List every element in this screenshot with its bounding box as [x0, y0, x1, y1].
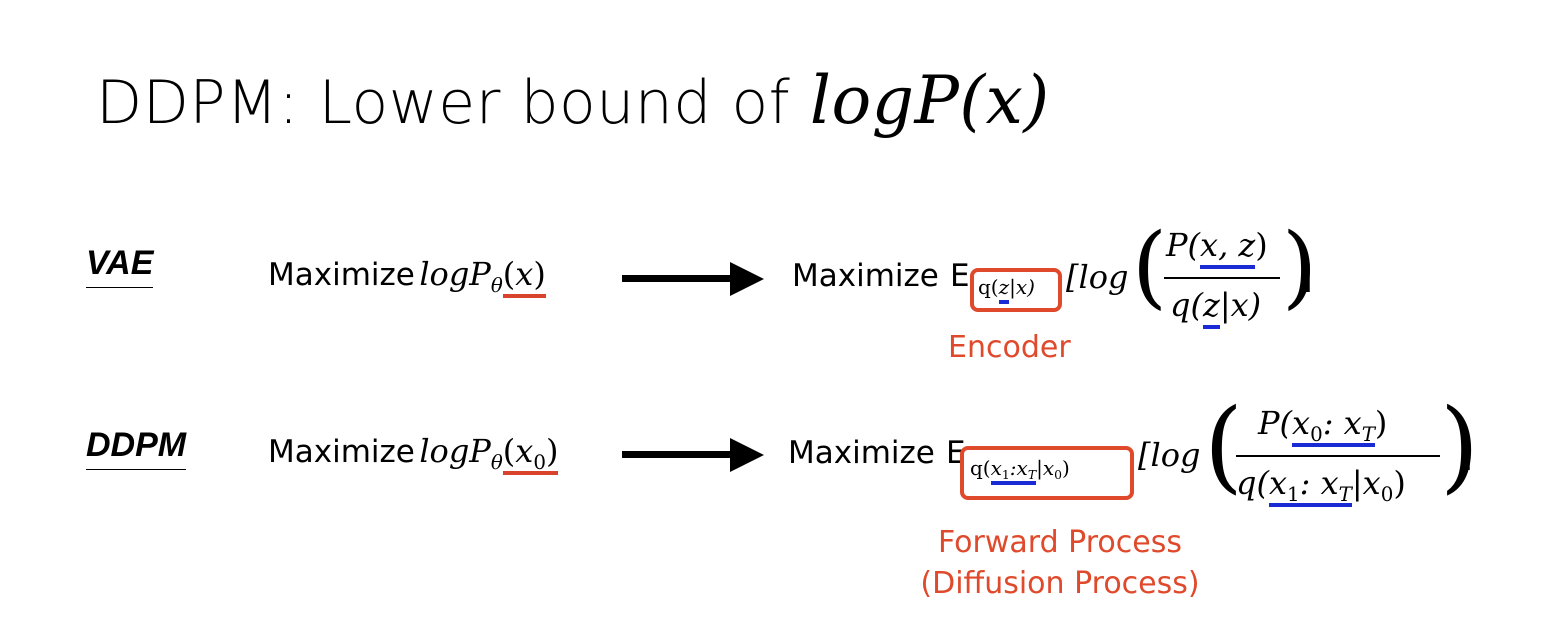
ddpm-arg-underlined: (x0)	[502, 432, 559, 475]
ddpm-paren-left: (	[1204, 387, 1244, 504]
vae-paren-right: )	[1282, 214, 1318, 319]
vae-denominator: q(z|x)	[1170, 286, 1261, 329]
ddpm-log-bracket: [log	[1138, 436, 1201, 474]
ddpm-maximize-right: Maximize	[788, 435, 935, 471]
vae-expectation: E	[950, 258, 970, 294]
vae-theta: θ	[490, 273, 503, 297]
ddpm-label: DDPM	[86, 426, 187, 470]
vae-logp: logP	[419, 255, 491, 293]
vae-numerator: P(x, z)	[1166, 226, 1268, 269]
vae-arrow-shaft	[622, 275, 732, 282]
ddpm-left-expression: Maximize logPθ(x0)	[268, 432, 559, 475]
ddpm-denominator: q(x1: xT|x0)	[1236, 464, 1406, 507]
vae-maximize-left: Maximize	[268, 257, 415, 293]
ddpm-close-bracket: ]	[1460, 436, 1473, 474]
vae-maximize-right: Maximize	[792, 258, 939, 294]
ddpm-fraction-bar	[1236, 455, 1440, 457]
ddpm-maximize-left: Maximize	[268, 434, 415, 470]
ddpm-theta: θ	[490, 450, 503, 474]
vae-expectation-subscript: q(z|x)	[978, 275, 1035, 304]
vae-left-expression: Maximize logPθ(x)	[268, 255, 546, 298]
ddpm-numerator: P(x0: xT)	[1258, 404, 1388, 447]
title-math: logP(x)	[809, 62, 1050, 139]
page-title: DDPM: Lower bound of logP(x)	[96, 62, 1050, 139]
vae-log-bracket: [log	[1066, 258, 1129, 296]
ddpm-expectation-subscript: q(x1:xT|x0)	[970, 456, 1070, 485]
ddpm-arrow-head	[730, 438, 764, 472]
ddpm-forward-process-annotation: Forward Process (Diffusion Process)	[906, 525, 1214, 601]
vae-arrow-head	[730, 262, 764, 296]
title-text: DDPM: Lower bound of	[96, 68, 810, 138]
ddpm-annotation-line2: (Diffusion Process)	[920, 566, 1200, 601]
vae-paren-left: (	[1132, 214, 1168, 319]
vae-encoder-box	[970, 268, 1062, 312]
ddpm-paren-right: )	[1440, 387, 1480, 504]
vae-close-bracket: ]	[1300, 258, 1313, 296]
ddpm-forward-process-box	[960, 446, 1134, 500]
vae-encoder-annotation: Encoder	[948, 330, 1071, 365]
ddpm-annotation-line1: Forward Process	[938, 525, 1182, 560]
vae-arg-underlined: (x)	[502, 255, 546, 298]
ddpm-logp: logP	[419, 432, 491, 470]
vae-fraction-bar	[1164, 277, 1280, 279]
vae-label: VAE	[86, 244, 154, 288]
ddpm-arrow-shaft	[622, 451, 732, 458]
